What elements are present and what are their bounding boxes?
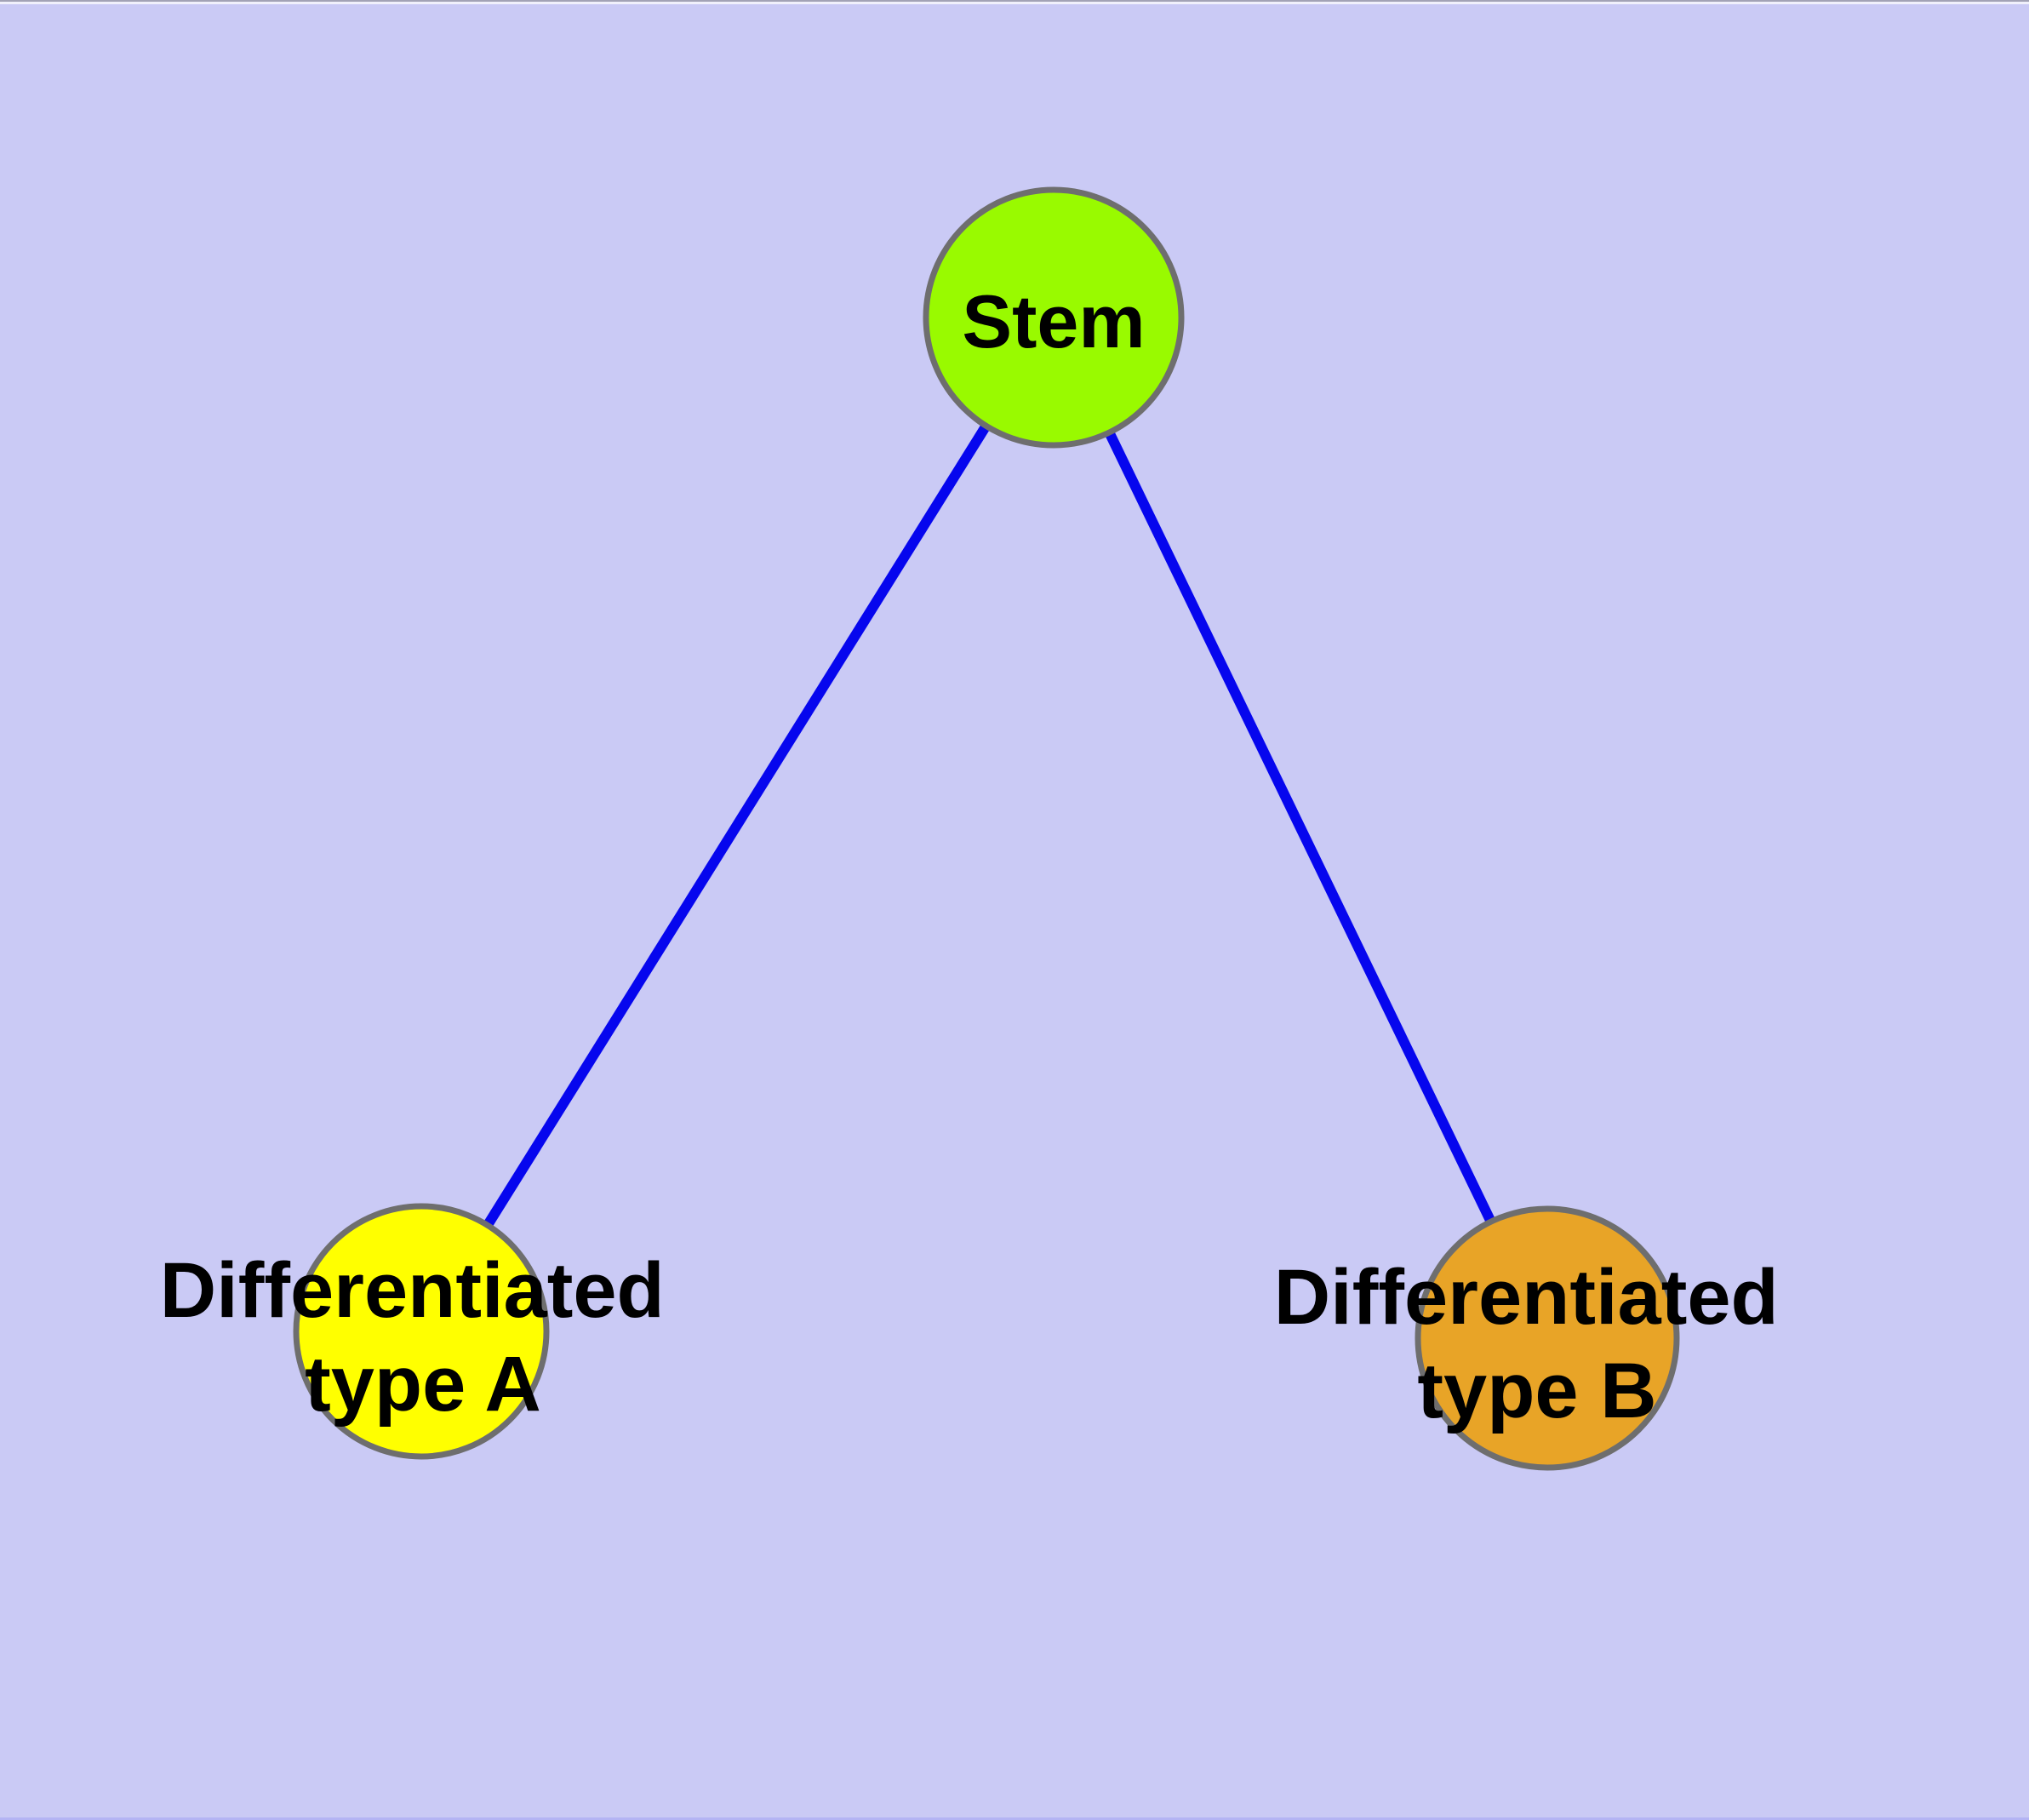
bottom-edge-strip: [0, 1817, 2029, 1820]
node-type-b-label: Differentiated type B: [1274, 1254, 1801, 1434]
node-type-b-label-line2: type B: [1417, 1348, 1656, 1434]
node-type-a-label-line1: Differentiated: [160, 1247, 665, 1334]
node-type-a-label: Differentiated type A: [160, 1247, 687, 1428]
edge-stem-to-type-b: [1049, 315, 1552, 1341]
node-stem-label: Stem: [962, 279, 1145, 363]
top-edge-hairline: [0, 0, 2029, 2]
node-type-a: [293, 1203, 550, 1460]
node-stem: [923, 186, 1185, 449]
node-type-b-label-line1: Differentiated: [1274, 1254, 1779, 1341]
top-edge-strip: [0, 2, 2029, 4]
node-type-b: [1415, 1205, 1680, 1471]
edge-stem-to-type-a: [416, 314, 1059, 1335]
node-type-a-label-line2: type A: [305, 1341, 541, 1428]
